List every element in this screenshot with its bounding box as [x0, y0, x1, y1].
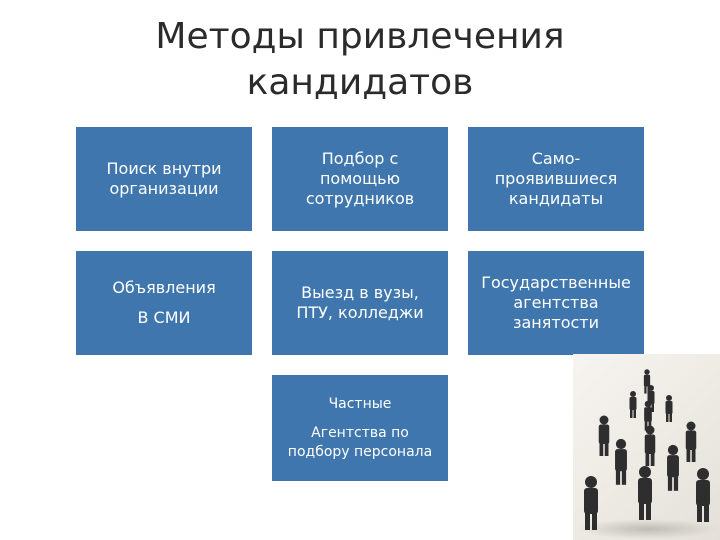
- method-media-ads-label-line1: Объявления: [112, 278, 216, 297]
- method-employee-referral: Подбор с помощью сотрудников: [272, 127, 448, 231]
- method-internal-search-label: Поиск внутри организации: [106, 159, 222, 198]
- method-self-applicants: Само- проявившиеся кандидаты: [468, 127, 644, 231]
- method-state-agencies-label: Государственные агентства занятости: [481, 273, 631, 332]
- method-campus-visits: Выезд в вузы, ПТУ, колледжи: [272, 251, 448, 355]
- method-private-agencies-label-line1: Частные: [328, 395, 392, 412]
- method-self-applicants-label: Само- проявившиеся кандидаты: [494, 149, 618, 208]
- method-private-agencies-label-line2: Агентства по подбору персонала: [287, 424, 433, 460]
- method-campus-visits-label: Выезд в вузы, ПТУ, колледжи: [296, 283, 424, 322]
- method-media-ads: Объявления В СМИ: [76, 251, 252, 355]
- business-people-icon: [573, 354, 720, 540]
- slide-title: Методы привлечения кандидатов: [155, 16, 565, 103]
- method-state-agencies: Государственные агентства занятости: [468, 251, 644, 355]
- method-employee-referral-label: Подбор с помощью сотрудников: [305, 149, 415, 208]
- method-internal-search: Поиск внутри организации: [76, 127, 252, 231]
- method-private-agencies: Частные Агентства по подбору персонала: [272, 375, 448, 481]
- method-media-ads-label-line2: В СМИ: [137, 308, 191, 327]
